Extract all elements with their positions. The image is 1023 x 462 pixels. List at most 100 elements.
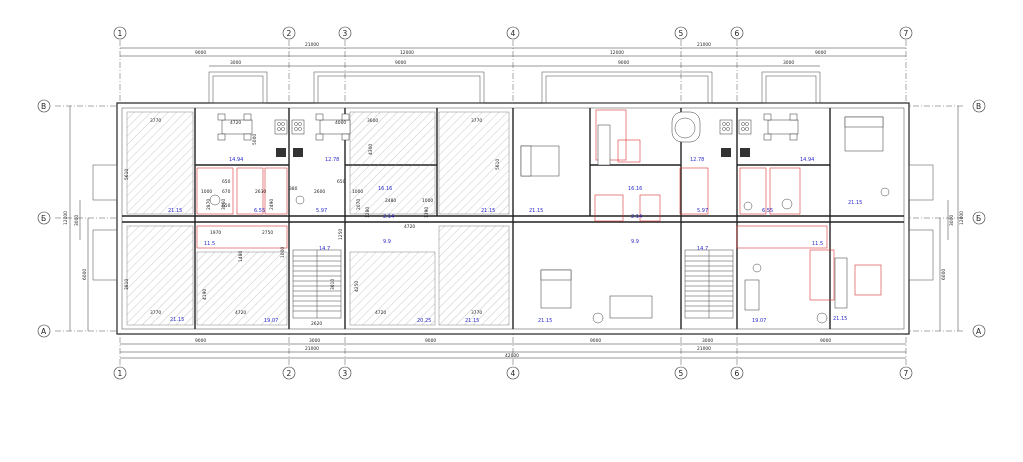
axis-right-v: В	[976, 102, 981, 111]
dim-top-bay-2: 12000	[400, 50, 414, 56]
axis-bottom-2: 2	[287, 369, 292, 378]
inner-dim: 4720	[230, 120, 241, 126]
inner-dim: 4720	[404, 224, 415, 230]
room-area: 21.15	[465, 318, 479, 324]
axis-bottom-5: 5	[679, 369, 684, 378]
inner-dim: 650	[222, 179, 231, 185]
balconies-side	[92, 164, 934, 281]
room-area: 14.7	[319, 246, 330, 252]
room-area: 16.16	[628, 186, 642, 192]
inner-dim: 650	[222, 203, 231, 209]
room-area: 14.94	[229, 157, 243, 163]
inner-dim: 1000	[201, 189, 212, 195]
room-area: 9.9	[631, 239, 639, 245]
inner-dim: 650	[337, 179, 346, 185]
room-area: 21.15	[481, 208, 495, 214]
room-area: 21.15	[538, 318, 552, 324]
axis-top-6: 6	[735, 29, 740, 38]
dim-bottom-overall: 42000	[505, 353, 519, 359]
room-area: 19.07	[264, 318, 278, 324]
inner-dim: 5000	[252, 134, 258, 145]
inner-dim: 1970	[210, 230, 221, 236]
inner-dim: 4720	[375, 310, 386, 316]
kitchen-furniture-right	[671, 111, 799, 157]
bottom-dimensions: 9000 3000 9000 9000 3000 9000 21000 2100…	[120, 338, 906, 359]
inner-dim: 3770	[471, 118, 482, 124]
room-area-labels: 21.15 14.94 12.78 6.55 5.97 11.5 21.15 1…	[168, 157, 862, 324]
room-area: 21.15	[833, 316, 847, 322]
inner-dim: 4250	[354, 281, 360, 292]
dim-bottom-bay-3: 9000	[425, 338, 436, 344]
stairs-left	[292, 249, 342, 319]
axis-left-v: В	[41, 102, 46, 111]
inner-dim: 1000	[422, 198, 433, 204]
inner-dim: 1000	[280, 247, 286, 258]
room-area: 14.7	[697, 246, 708, 252]
inner-dim: 4720	[235, 310, 246, 316]
dim-bottom-bay-5: 3000	[702, 338, 713, 344]
room-area: 11.5	[204, 241, 215, 247]
room-area: 21.15	[168, 208, 182, 214]
inner-dim: 1390	[424, 207, 430, 218]
dim-top-balcony-3: 9000	[618, 60, 629, 66]
axis-left-a: А	[41, 327, 47, 336]
inner-dim: 3810	[124, 279, 130, 290]
inner-dim: 380	[289, 186, 298, 192]
axis-top-4: 4	[511, 29, 516, 38]
living-furniture	[592, 117, 890, 324]
dim-top-bay-4: 9000	[815, 50, 826, 56]
axis-top-3: 3	[343, 29, 348, 38]
inner-dim: 1250	[338, 229, 344, 240]
bathroom-fixtures	[196, 109, 835, 301]
dim-top-overall-right: 21000	[697, 42, 711, 48]
hatched-rooms	[126, 111, 510, 326]
room-area: 21.15	[848, 200, 862, 206]
room-area: 2.14	[631, 214, 642, 220]
dim-bottom-bay-1: 9000	[195, 338, 206, 344]
axis-right-b: Б	[976, 214, 981, 223]
dim-top-bay-1: 9000	[195, 50, 206, 56]
room-area: 14.94	[800, 157, 814, 163]
dim-bottom-half-left: 21000	[305, 346, 319, 352]
dim-bottom-bay-6: 9000	[820, 338, 831, 344]
inner-dim: 3600	[367, 118, 378, 124]
dim-top-overall-left: 21000	[305, 42, 319, 48]
room-area: 21.15	[529, 208, 543, 214]
axis-top-1: 1	[118, 29, 123, 38]
axis-bottom-3: 3	[343, 369, 348, 378]
room-area: 19.07	[752, 318, 766, 324]
top-dimensions: 21000 21000 9000 12000 12000 9000 3000 9…	[120, 42, 906, 67]
room-area: 5.97	[316, 208, 327, 214]
dim-top-balcony-4: 3000	[783, 60, 794, 66]
inner-dim: 1280	[365, 207, 371, 218]
inner-dimensions: 3770 4720 4000 3600 3770 5610 5610 1000 …	[124, 118, 501, 327]
beds	[520, 116, 884, 309]
inner-dim: 3770	[150, 310, 161, 316]
axis-top-5: 5	[679, 29, 684, 38]
room-area: 6.55	[254, 208, 265, 214]
inner-dim: 2750	[262, 230, 273, 236]
room-area: 21.15	[170, 317, 184, 323]
dim-bottom-bay-2: 3000	[309, 338, 320, 344]
room-area: 12.78	[690, 157, 704, 163]
room-area: 12.78	[325, 157, 339, 163]
inner-dim: 5610	[124, 169, 130, 180]
kitchen-furniture-left	[217, 113, 351, 157]
inner-dim: 3770	[471, 310, 482, 316]
dim-top-bay-3: 12000	[610, 50, 624, 56]
inner-dim: 2480	[385, 198, 396, 204]
dim-bottom-half-right: 21000	[697, 346, 711, 352]
dim-right-mid: 3000	[949, 215, 955, 226]
inner-dim: 670	[222, 189, 231, 195]
inner-dim: 2070	[356, 199, 362, 210]
inner-dim: 1480	[238, 251, 244, 262]
inner-dim: 3770	[150, 118, 161, 124]
axis-bottom-4: 4	[511, 369, 516, 378]
inner-dim: 4000	[335, 120, 346, 126]
axis-bottom-7: 7	[904, 369, 909, 378]
room-area: 9.9	[383, 239, 391, 245]
dim-top-balcony-2: 9000	[395, 60, 406, 66]
room-area: 2.14	[383, 214, 394, 220]
dim-left-lower: 6000	[82, 269, 88, 280]
